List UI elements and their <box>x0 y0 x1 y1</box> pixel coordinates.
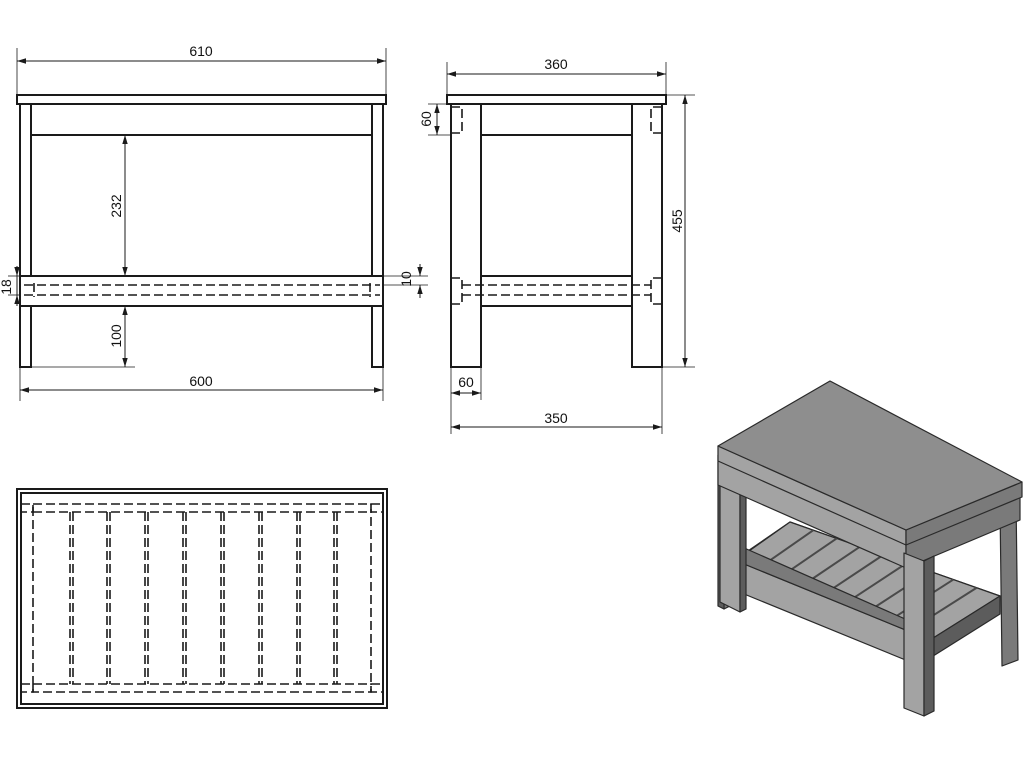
dim-side-apron-height: 60 <box>418 111 434 127</box>
top-hidden-shelf-frame <box>32 503 372 693</box>
side-hidden-apron-left <box>451 106 463 134</box>
isometric-view <box>717 380 1023 717</box>
front-top-board <box>16 94 387 105</box>
iso-shelf-slat-gap <box>845 562 908 604</box>
dim-front-width-bottom: 600 <box>189 373 213 389</box>
front-dimensions: 610 600 232 100 18 10 <box>0 43 428 401</box>
top-view-outer <box>16 488 388 709</box>
dim-side-total-height: 455 <box>669 209 685 233</box>
top-hidden-leg-corner <box>370 503 384 513</box>
dim-side-leg-width: 60 <box>458 374 474 390</box>
top-view <box>16 488 388 709</box>
front-right-leg <box>371 103 384 368</box>
side-hidden-shelf-right <box>650 277 662 305</box>
top-hidden-leg-corner <box>370 683 384 693</box>
dim-front-width-top: 610 <box>189 43 213 59</box>
iso-top-surface <box>717 380 1023 531</box>
side-right-leg <box>631 103 663 368</box>
iso-shelf-slat-gap <box>825 554 884 595</box>
front-left-leg <box>19 103 32 368</box>
front-shelf-rail <box>19 275 384 307</box>
dim-front-shelf-thickness: 18 <box>0 279 14 295</box>
side-left-leg <box>450 103 482 368</box>
top-view-inner-bevel <box>20 492 384 705</box>
iso-leg-front-right-side <box>923 555 935 717</box>
dim-front-slat-thickness: 10 <box>398 271 414 287</box>
top-view-hidden-lines <box>20 503 384 693</box>
iso-shelf-slat-gap <box>804 545 861 585</box>
dim-side-top-depth: 360 <box>544 56 568 72</box>
dim-front-shelf-height: 100 <box>108 324 124 348</box>
side-shelf-rail <box>480 275 633 307</box>
front-view <box>16 94 387 368</box>
side-dimensions: 360 60 455 60 350 <box>418 56 695 434</box>
side-top-board <box>446 94 667 105</box>
top-hidden-leg-corner <box>20 503 34 513</box>
side-hidden-shelf-left <box>451 277 463 305</box>
top-hidden-leg-corner <box>20 683 34 693</box>
dim-side-base-depth: 350 <box>544 410 568 426</box>
dim-front-apron-to-shelf: 232 <box>108 194 124 218</box>
iso-shelf-slat-gap <box>783 537 838 576</box>
iso-leg-front-right <box>903 552 925 717</box>
side-view <box>446 94 667 368</box>
side-hidden-apron-right <box>650 106 662 134</box>
